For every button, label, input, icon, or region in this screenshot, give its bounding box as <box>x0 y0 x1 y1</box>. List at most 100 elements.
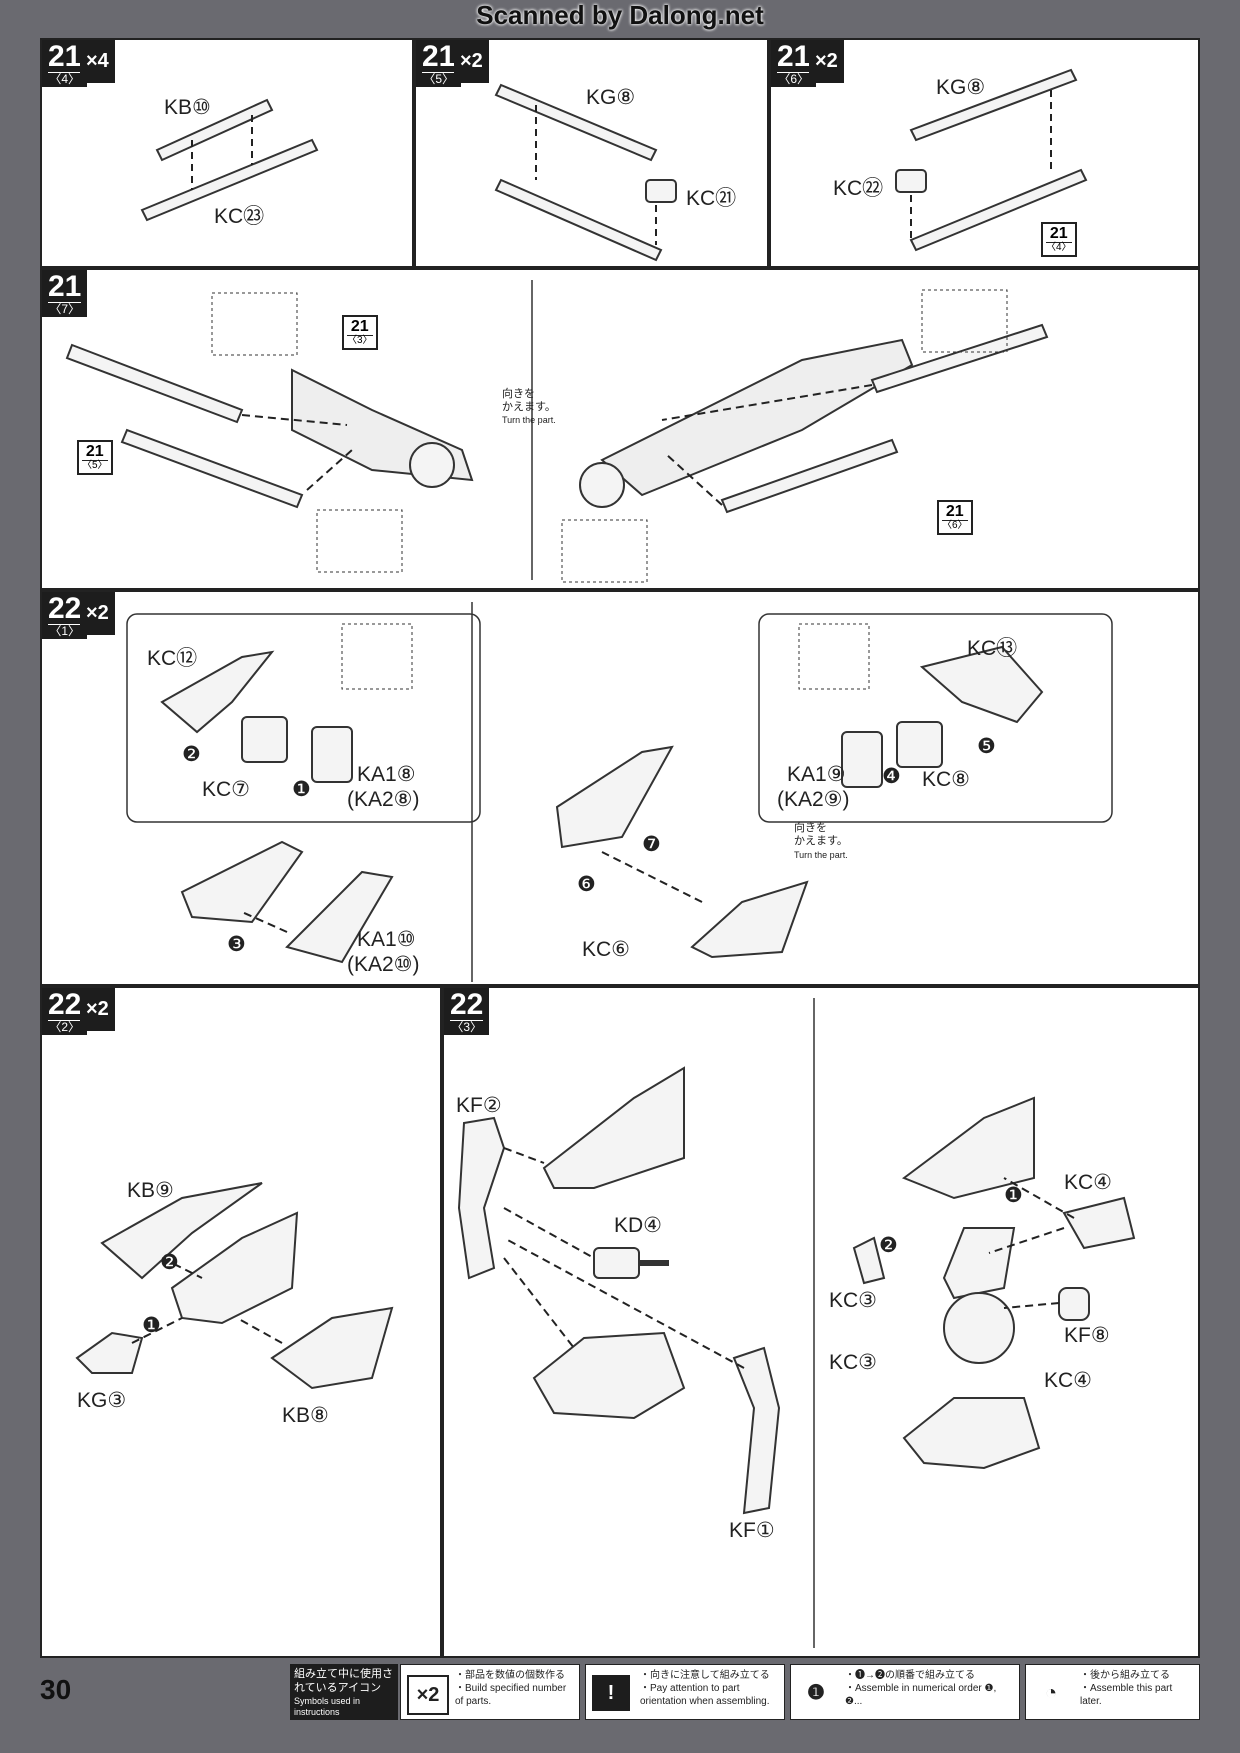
exclamation-icon: ! <box>592 1675 630 1711</box>
legend-title-en: Symbols used in instructions <box>294 1695 361 1717</box>
turn-note-en: Turn the part. <box>502 415 556 425</box>
part-label-ka1-10: KA1⑩ <box>357 928 416 951</box>
panel-step-21-7: 21 〈7〉 21 〈3〉 21 〈5〉 <box>40 268 1200 590</box>
part-label-kc3-lower: KC③ <box>829 1351 877 1374</box>
part-label-kb10: KB⑩ <box>164 96 211 119</box>
part-label-kd4: KD④ <box>614 1214 662 1237</box>
ref-number: 21 <box>350 318 369 335</box>
part-label-ka1-9: KA1⑨ <box>787 763 846 786</box>
part-label-ka2-8: (KA2⑧) <box>347 788 420 811</box>
step-number: 21 <box>48 40 82 73</box>
step-sub: 〈1〉 <box>48 624 82 638</box>
panel-step-21-6: 21 〈6〉 ×2 KG⑧ KC㉒ 21 〈4〉 <box>769 38 1200 268</box>
part-diagram <box>895 68 1088 252</box>
legend-text-en: ・Pay attention to part orientation when … <box>640 1683 770 1707</box>
assembly-diagram <box>75 1182 394 1390</box>
step-sub: 〈7〉 <box>48 302 82 316</box>
part-label-kg8: KG⑧ <box>586 86 636 109</box>
part-label-kg8: KG⑧ <box>936 76 986 99</box>
step-badge: 22 〈1〉 <box>42 592 88 639</box>
step-marker-2: ❷ <box>160 1251 179 1274</box>
step-sub: 〈2〉 <box>48 1020 82 1034</box>
turn-note-jp: 向きを かえます。 <box>794 822 848 848</box>
part-label-ka2-9: (KA2⑨) <box>777 788 850 811</box>
legend-text-en: ・Assemble this part later. <box>1080 1683 1173 1707</box>
sub-assembly-ref: 21 〈4〉 <box>1041 222 1077 257</box>
legend-item-orientation: ! ・向きに注意して組み立てる ・Pay attention to part o… <box>585 1664 785 1720</box>
legend-text-jp: ・❶→❷の順番で組み立てる <box>845 1670 975 1681</box>
legend-item-later: ◔ ・後から組み立てる ・Assemble this part later. <box>1025 1664 1200 1720</box>
panel-step-21-5: 21 〈5〉 ×2 KG⑧ KC㉑ <box>414 38 769 268</box>
step-marker-6: ❻ <box>577 873 596 896</box>
turn-note-en: Turn the part. <box>794 850 848 860</box>
step-marker-3: ❸ <box>227 933 246 956</box>
quantity-icon: ×2 <box>407 1675 449 1715</box>
part-diagram <box>494 83 677 262</box>
part-label-kb8: KB⑧ <box>282 1404 329 1427</box>
part-label-kc4-top: KC④ <box>1064 1171 1112 1194</box>
step-number: 22 <box>48 988 82 1021</box>
step-marker-1: ❶ <box>1004 1184 1023 1207</box>
part-label-ka2-10: (KA2⑩) <box>347 953 420 976</box>
step-marker-2: ❷ <box>879 1234 898 1257</box>
step-badge: 21 〈4〉 <box>42 40 88 87</box>
instruction-page: 21 〈4〉 ×4 KB⑩ KC㉓ 21 〈5〉 ×2 KG⑧ KC㉑ <box>40 38 1200 1658</box>
step-order-icon: ❶ <box>807 1682 825 1704</box>
sub-assembly-ref: 21 〈5〉 <box>77 440 113 475</box>
quantity-badge: ×2 <box>80 592 115 635</box>
ref-sub: 〈3〉 <box>347 335 373 346</box>
part-label-kg3: KG③ <box>77 1389 127 1412</box>
step-badge: 22 〈2〉 <box>42 988 88 1035</box>
part-label-kc13: KC⑬ <box>967 637 1018 660</box>
ref-number: 21 <box>945 503 964 520</box>
part-label-kf2: KF② <box>456 1094 502 1117</box>
panel-step-22-1: 22 〈1〉 ×2 KC⑫ KC⑦ KA1⑧ (KA2⑧) KA1⑩ <box>40 590 1200 986</box>
step-marker-2: ❷ <box>182 743 201 766</box>
part-label-kc3-upper: KC③ <box>829 1289 877 1312</box>
step-number: 21 <box>422 40 456 73</box>
step-sub: 〈5〉 <box>422 72 456 86</box>
legend-text-en: ・Assemble in numerical order ❶, ❷... <box>845 1683 997 1707</box>
step-badge: 21 〈5〉 <box>416 40 462 87</box>
quantity-badge: ×4 <box>80 40 115 83</box>
assembly-diagram <box>65 280 1049 583</box>
step-sub: 〈3〉 <box>450 1020 484 1034</box>
watermark: Scanned by Dalong.net <box>476 0 764 30</box>
step-marker-5: ❺ <box>977 735 996 758</box>
legend-item-quantity: ×2 ・部品を数値の個数作る ・Build specified number o… <box>400 1664 580 1720</box>
step-sub: 〈6〉 <box>777 72 811 86</box>
legend-text-jp: ・後から組み立てる <box>1080 1670 1170 1681</box>
quantity-badge: ×2 <box>809 40 844 83</box>
part-label-kc8: KC⑧ <box>922 768 970 791</box>
panel-step-22-3: 22 〈3〉 KF② KD④ KF① <box>442 986 1200 1658</box>
quantity-badge: ×2 <box>454 40 489 83</box>
part-label-ka1-8: KA1⑧ <box>357 763 416 786</box>
step-number: 21 <box>48 270 82 303</box>
footer: 30 組み立て中に使用されているアイコン Symbols used in ins… <box>40 1664 1200 1724</box>
turn-note-jp: 向きを かえます。 <box>502 388 556 414</box>
ref-sub: 〈6〉 <box>942 520 968 531</box>
quantity-badge: ×2 <box>80 988 115 1031</box>
assembly-diagram <box>126 602 1113 982</box>
legend-text-jp: ・部品を数値の個数作る <box>455 1670 565 1681</box>
ref-sub: 〈5〉 <box>82 460 108 471</box>
part-label-kc4-lower: KC④ <box>1044 1369 1092 1392</box>
part-label-kc23: KC㉓ <box>214 205 265 228</box>
step-marker-7: ❼ <box>642 833 661 856</box>
assemble-later-icon: ◔ <box>1044 1682 1058 1704</box>
page-number: 30 <box>40 1674 72 1705</box>
step-sub: 〈4〉 <box>48 72 82 86</box>
sub-assembly-ref: 21 〈6〉 <box>937 500 973 535</box>
step-marker-1: ❶ <box>142 1314 161 1337</box>
panel-step-22-2: 22 〈2〉 ×2 KB⑨ KG③ KB⑧ ❶ ❷ <box>40 986 442 1658</box>
assembly-diagram <box>457 998 1136 1648</box>
legend-header: 組み立て中に使用されているアイコン Symbols used in instru… <box>290 1664 398 1720</box>
step-badge: 22 〈3〉 <box>444 988 490 1035</box>
step-badge: 21 〈7〉 <box>42 270 88 317</box>
legend-text-en: ・Build specified number of parts. <box>455 1683 567 1707</box>
step-marker-1: ❶ <box>292 778 311 801</box>
sub-assembly-ref: 21 〈3〉 <box>342 315 378 350</box>
part-label-kf1: KF① <box>729 1519 775 1542</box>
step-badge: 21 〈6〉 <box>771 40 817 87</box>
part-label-kc7: KC⑦ <box>202 778 250 801</box>
